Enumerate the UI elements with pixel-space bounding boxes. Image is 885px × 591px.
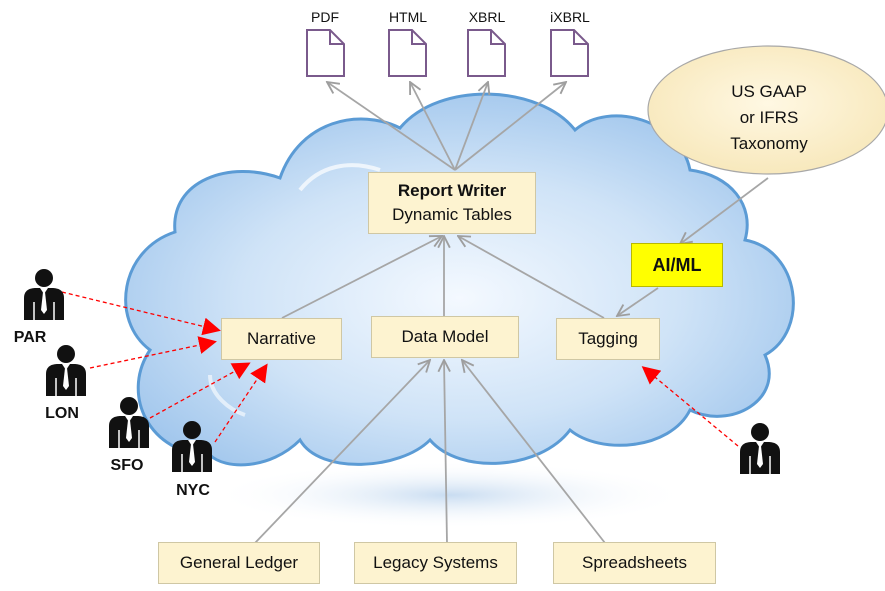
user-tagging-person-icon	[739, 422, 781, 474]
cloud	[124, 92, 795, 467]
data-model-box: Data Model	[371, 316, 519, 358]
taxonomy-ellipse	[647, 45, 885, 175]
location-label-par: PAR	[13, 329, 47, 346]
user-par-person-icon	[23, 268, 65, 320]
user-arrows	[61, 291, 739, 447]
ai-arrows	[617, 177, 769, 316]
format-label-pdf: PDF	[311, 9, 339, 25]
format-label-xbrl: XBRL	[468, 9, 506, 25]
location-label-sfo: SFO	[110, 457, 144, 474]
taxonomy-text: US GAAP or IFRS Taxonomy	[649, 54, 885, 182]
taxonomy-line-1: US GAAP	[731, 82, 807, 101]
report-writer-title: Report Writer	[397, 181, 507, 200]
xbrl-document-icon	[467, 29, 506, 77]
user-lon-person-icon	[45, 344, 87, 396]
html-document-icon	[388, 29, 427, 77]
location-label-nyc: NYC	[176, 482, 210, 499]
legacy-systems-box: Legacy Systems	[354, 542, 517, 584]
taxonomy-line-2: or IFRS	[739, 108, 799, 127]
pdf-document-icon	[306, 29, 345, 77]
report-writer-subtitle: Dynamic Tables	[392, 205, 512, 224]
cloud-shadow	[210, 461, 690, 529]
narrative-box: Narrative	[221, 318, 342, 360]
format-label-ixbrl: iXBRL	[550, 9, 590, 25]
tagging-box: Tagging	[556, 318, 660, 360]
aiml-box: AI/ML	[631, 243, 723, 287]
format-label-html: HTML	[388, 9, 428, 25]
module-arrows	[281, 236, 605, 319]
document-icons	[306, 29, 589, 77]
general-ledger-box: General Ledger	[158, 542, 320, 584]
location-label-lon: LON	[45, 405, 79, 422]
source-arrows	[254, 360, 606, 544]
report-writer-box: Report Writer Dynamic Tables	[368, 172, 536, 234]
taxonomy-line-3: Taxonomy	[730, 134, 808, 153]
output-arrows	[327, 82, 566, 171]
spreadsheets-box: Spreadsheets	[553, 542, 716, 584]
ixbrl-document-icon	[550, 29, 589, 77]
